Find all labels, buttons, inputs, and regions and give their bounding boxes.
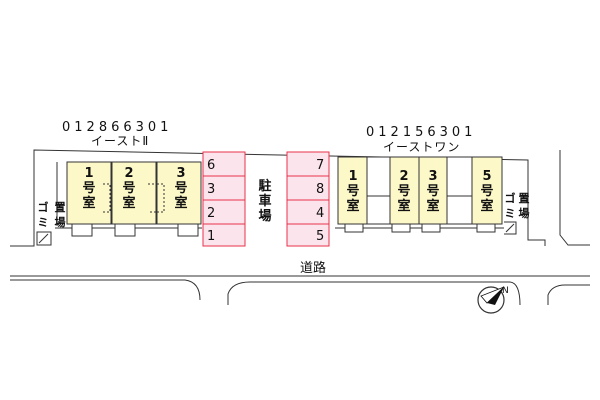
garbage-slash: [505, 223, 515, 233]
step: [344, 223, 364, 233]
building-name-right: イーストワン: [383, 140, 460, 154]
parking-space-7[interactable]: [286, 151, 330, 177]
porch: [177, 223, 199, 237]
porch: [446, 195, 473, 225]
garbage-label-right-col2: 置場: [519, 192, 530, 220]
garbage-label-left-col2: 置場: [55, 201, 66, 229]
balcony-dashed: [148, 183, 157, 213]
parking-number: 5: [316, 229, 324, 244]
garbage-label-left-col1: ゴミ: [38, 200, 49, 229]
building-code-left: 012866301: [62, 120, 172, 135]
compass-needle-tail: [480, 286, 505, 304]
parking-number: 6: [207, 158, 215, 173]
parking-space-8[interactable]: [286, 175, 330, 201]
porch: [114, 223, 136, 237]
compass-north-label: N: [502, 286, 509, 296]
parking-number: 8: [316, 182, 324, 197]
balcony-dashed: [157, 183, 165, 213]
garbage-slash: [38, 233, 49, 244]
unit-room-3[interactable]: [418, 156, 448, 225]
building-name-left: イーストⅡ: [91, 134, 149, 148]
porch: [71, 223, 93, 237]
parking-space-3[interactable]: [202, 175, 246, 201]
porch: [366, 195, 391, 225]
street-edge-right: [559, 150, 590, 246]
garbage-label-right-col1: ゴミ: [505, 191, 516, 220]
compass: N: [477, 286, 509, 314]
parking-space-1[interactable]: [202, 223, 246, 247]
parking-left-column: 6 3 2 1: [202, 151, 246, 247]
parking-number: 4: [316, 206, 324, 221]
parking-number: 3: [207, 182, 215, 197]
unit-room-5[interactable]: [471, 156, 503, 225]
road-label: 道路: [300, 260, 326, 276]
building-east-2: [66, 161, 202, 237]
parking-space-6[interactable]: [202, 151, 246, 177]
road-curb-left: [10, 279, 201, 301]
step: [476, 223, 496, 233]
parking-right-column: 7 8 4 5: [286, 151, 330, 247]
site-boundary: [10, 149, 546, 247]
road-curb-center: [227, 281, 521, 306]
unit-room-1[interactable]: [337, 156, 368, 225]
building-code-right: 012156301: [366, 125, 476, 140]
step: [391, 223, 411, 233]
unit-room-1[interactable]: [66, 161, 112, 225]
building-east-one: [337, 156, 503, 233]
balcony-dashed: [103, 183, 111, 213]
parking-space-5[interactable]: [286, 223, 330, 247]
parking-number: 2: [207, 206, 215, 221]
road-curb-right: [547, 284, 590, 305]
parking-space-4[interactable]: [286, 199, 330, 225]
parking-number: 7: [316, 158, 324, 173]
step: [421, 223, 441, 233]
parking-number: 1: [207, 229, 215, 244]
parking-lot-label: 駐車場: [258, 178, 271, 224]
